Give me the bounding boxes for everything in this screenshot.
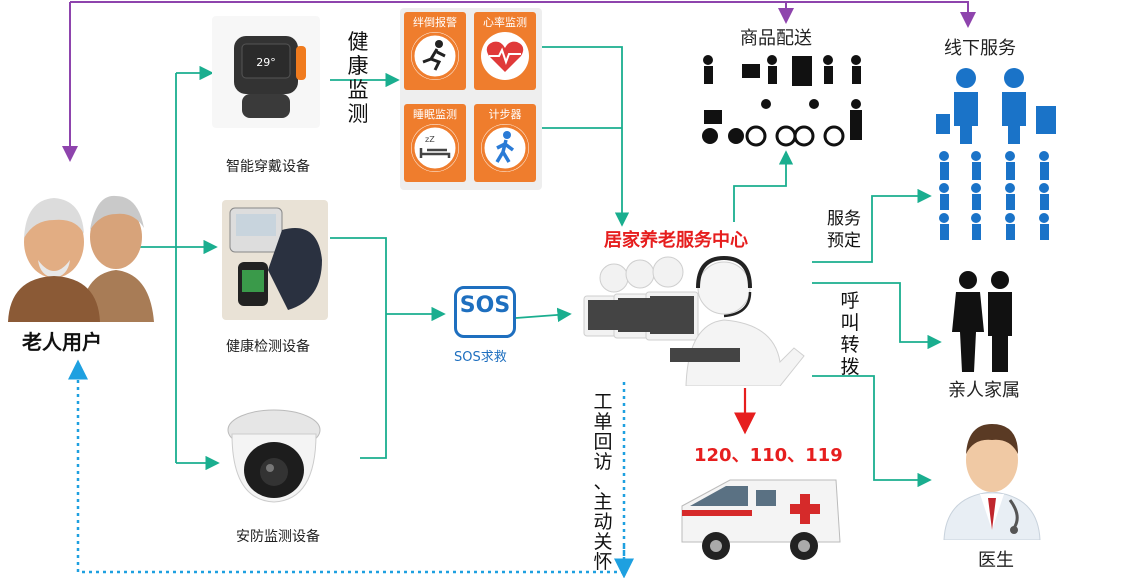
sos-badge-text: SOS [459, 293, 511, 318]
followup-char: 主 [593, 491, 613, 513]
cleaning-service-icon [936, 68, 1056, 240]
family-couple-icon [952, 271, 1012, 372]
doctor-illustration [940, 418, 1044, 541]
service-booking-line: 预定 [827, 231, 861, 251]
sos-label: SOS求救 [454, 350, 507, 365]
smartwatch-icon: 29° [234, 36, 306, 118]
sos-to-center-line [515, 307, 572, 323]
fall-alarm-icon [411, 32, 459, 80]
call-transfer-char: 转 [840, 334, 860, 356]
followup-char: 动 [593, 511, 613, 533]
delivery-illustration [698, 52, 868, 148]
family-label: 亲人家属 [948, 380, 1020, 401]
followup-char: 工 [593, 391, 613, 413]
wearable-device-label: 智能穿戴设备 [226, 159, 310, 175]
tile-label: 绊倒报警 [413, 16, 457, 29]
health-monitor-char: 监 [347, 78, 369, 102]
elder-to-devices-lines [138, 65, 220, 471]
center-to-delivery-line [733, 150, 794, 222]
sleep-icon: zZ [411, 124, 459, 172]
security-device-label: 安防监测设备 [236, 529, 320, 545]
tile-fall-alarm: 绊倒报警 [404, 12, 466, 90]
top-feedback-line [62, 1, 976, 162]
offline-service-illustration [932, 64, 1068, 242]
ambulance-illustration [676, 466, 844, 566]
elder-users-illustration [8, 182, 154, 322]
health-device-label: 健康检测设备 [226, 339, 310, 355]
health-monitor-char: 测 [347, 102, 369, 126]
call-center-illustration [574, 252, 810, 387]
service-center-title: 居家养老服务中心 [604, 230, 748, 251]
health-monitor-char: 康 [347, 54, 369, 78]
service-booking-label: 服务 预定 [822, 208, 866, 252]
followup-char: 关 [593, 531, 613, 553]
doctor-label: 医生 [978, 550, 1014, 571]
tile-label: 计步器 [488, 108, 522, 121]
followup-char: 、 [593, 471, 613, 493]
health-monitor-vertical-label: 健 康 监 测 [346, 30, 370, 126]
followup-char: 单 [593, 411, 613, 433]
wearable-device-image: 29° [212, 16, 320, 128]
elderly-couple-icon [8, 195, 154, 322]
followup-char: 回 [593, 431, 613, 453]
heart-rate-icon [486, 41, 524, 72]
delivery-people-icon [702, 55, 862, 147]
health-monitor-char: 健 [347, 30, 369, 54]
followup-char: 访 [593, 451, 613, 473]
call-transfer-char: 呼 [840, 290, 860, 312]
followup-char: 怀 [593, 551, 613, 573]
followup-dotted-loop [68, 359, 634, 578]
call-center-icon [583, 255, 805, 387]
family-illustration [946, 270, 1022, 374]
tile-sleep: 睡眠监测 zZ [404, 104, 466, 182]
security-camera-icon [227, 409, 321, 503]
tile-label: 睡眠监测 [413, 108, 457, 121]
svg-text:zZ: zZ [425, 135, 435, 144]
monitor-to-center-lines [536, 46, 630, 227]
health-device-image [222, 200, 328, 320]
pedometer-icon [481, 124, 529, 172]
delivery-label: 商品配送 [740, 28, 812, 49]
sos-badge[interactable]: SOS [454, 286, 516, 338]
security-device-image [222, 404, 326, 508]
call-transfer-char: 叫 [840, 312, 860, 334]
tile-label: 心率监测 [483, 16, 527, 29]
elder-users-label: 老人用户 [22, 330, 102, 354]
center-to-right-lines [812, 188, 942, 488]
doctor-icon [943, 424, 1041, 541]
followup-vertical-label: 工 单 回 访 、 主 动 关 怀 [592, 392, 614, 572]
call-transfer-label: 呼 叫 转 拨 [838, 290, 862, 378]
tile-pedometer: 计步器 [474, 104, 536, 182]
health-monitor-panel: 绊倒报警 心率监测 睡眠监测 zZ 计步器 [400, 8, 542, 190]
service-booking-line: 服务 [827, 209, 861, 229]
ambulance-icon [681, 479, 841, 560]
devices-to-sos-lines [330, 237, 446, 459]
tile-heart-rate: 心率监测 [474, 12, 536, 90]
offline-service-label: 线下服务 [944, 38, 1016, 59]
blood-pressure-monitor-icon [229, 207, 322, 310]
svg-text:29°: 29° [256, 56, 276, 69]
emergency-numbers: 120、110、119 [694, 445, 843, 466]
call-transfer-char: 拨 [840, 356, 860, 378]
